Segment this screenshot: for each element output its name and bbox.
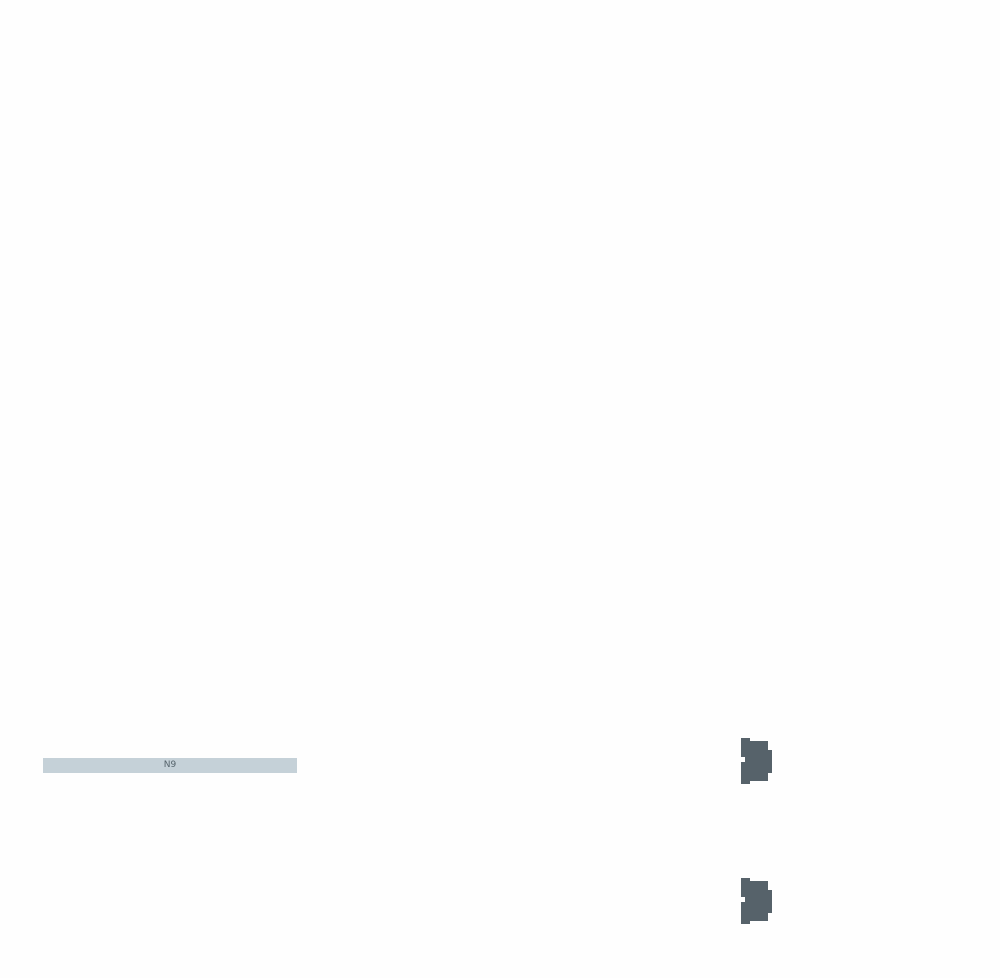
puzzle-piece-icon[interactable] <box>740 878 773 925</box>
label-bar: N9 <box>43 758 297 773</box>
puzzle-piece-shape <box>741 878 772 924</box>
puzzle-piece-icon[interactable] <box>740 738 773 785</box>
puzzle-piece-shape <box>741 738 772 784</box>
